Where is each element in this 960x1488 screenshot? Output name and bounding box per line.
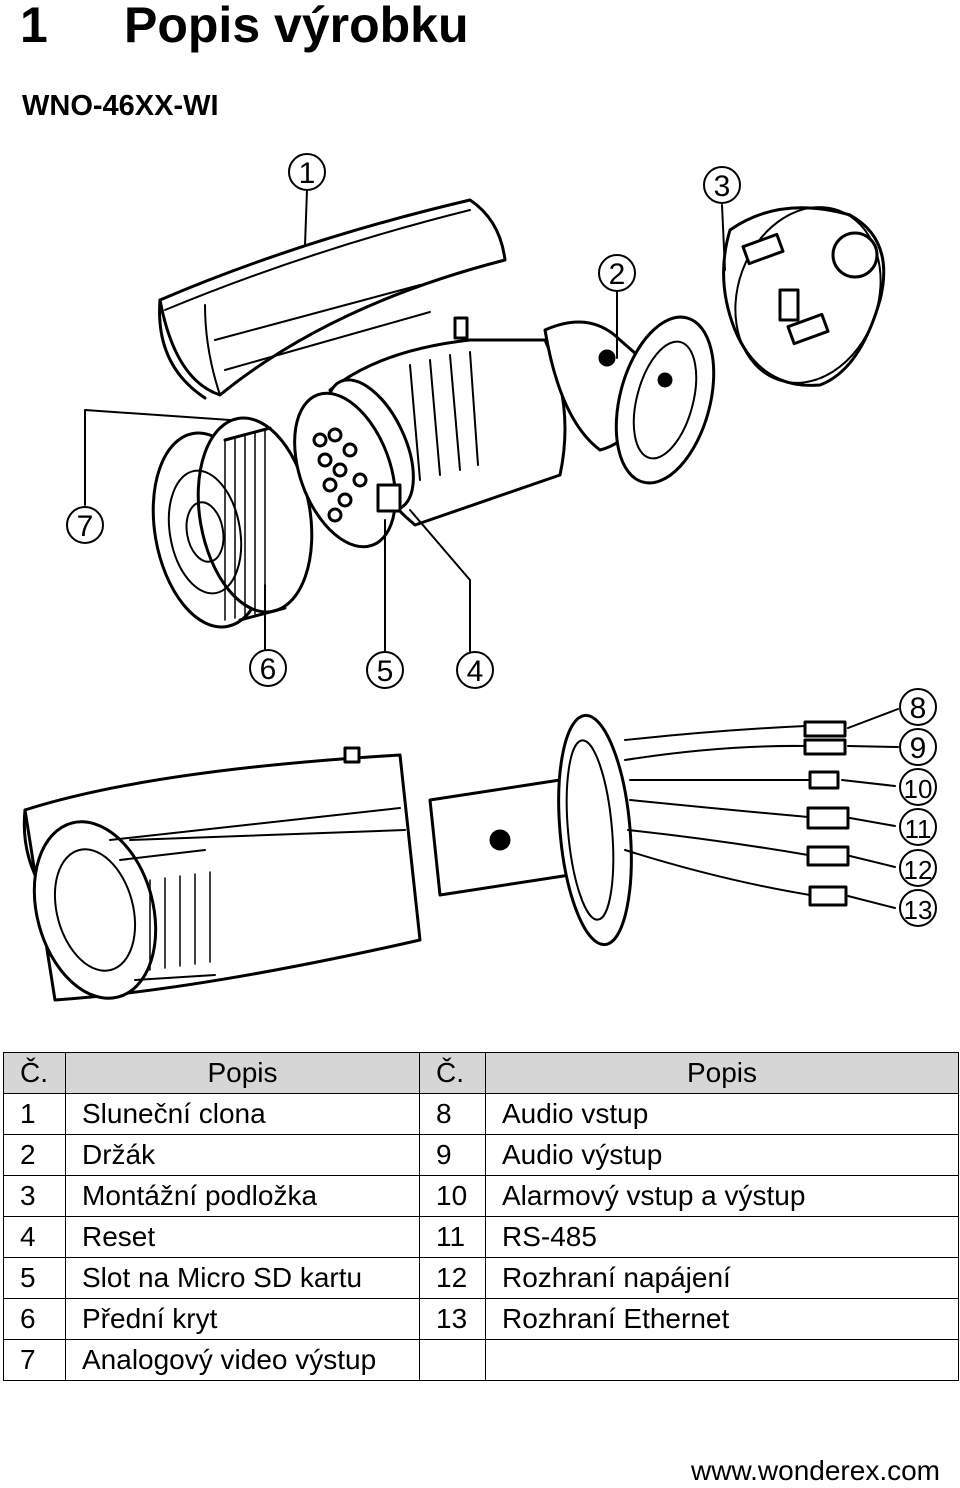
cell: 10 [419,1175,486,1217]
callout-3: 3 [703,166,741,204]
svg-text:6: 6 [260,653,277,686]
cell: Montážní podložka [65,1175,420,1217]
svg-text:1: 1 [299,157,316,190]
cell: Alarmový vstup a výstup [485,1175,959,1217]
cell: 6 [3,1298,66,1340]
cell: RS-485 [485,1216,959,1258]
svg-text:8: 8 [910,692,927,725]
page-heading: 1 Popis výrobku [20,0,469,56]
cell: Analogový video výstup [65,1339,420,1381]
cell: 13 [419,1298,486,1340]
callout-2: 2 [598,254,636,292]
cell: 8 [419,1093,486,1135]
svg-text:13: 13 [904,895,933,925]
mounting-base-illustration [722,206,886,387]
lower-leader-lines [841,708,899,909]
callout-13: 13 [899,889,937,927]
cell: Rozhraní napájení [485,1257,959,1299]
header-description: Popis [485,1052,959,1094]
table-header-row: Č. Popis Č. Popis [3,1052,959,1094]
header-number: Č. [3,1052,66,1094]
cell: 3 [3,1175,66,1217]
callout-6: 6 [249,649,287,687]
cell: Audio vstup [485,1093,959,1135]
svg-text:2: 2 [609,258,626,291]
svg-text:7: 7 [77,510,94,543]
assembled-camera-illustration [22,713,850,1002]
header-number: Č. [419,1052,486,1094]
camera-diagram: 1 2 3 4 5 6 7 8 9 10 11 12 13 [22,153,937,1002]
front-cover-illustration [151,416,314,629]
svg-text:11: 11 [905,814,932,844]
cell: 5 [3,1257,66,1299]
cell: Slot na Micro SD kartu [65,1257,420,1299]
cell: Sluneční clona [65,1093,420,1135]
cell [419,1339,486,1381]
svg-text:3: 3 [714,170,731,203]
cell: Rozhraní Ethernet [485,1298,959,1340]
cell: Držák [65,1134,420,1176]
model-name: WNO-46XX-WI [22,90,219,122]
cell: 12 [419,1257,486,1299]
callout-11: 11 [899,808,937,846]
callout-1: 1 [288,153,326,191]
ir-board-illustration [293,391,402,549]
bracket-illustration [543,315,716,485]
cell: Reset [65,1216,420,1258]
cell: 4 [3,1216,66,1258]
callout-8: 8 [899,688,937,726]
cell: 1 [3,1093,66,1135]
callout-4: 4 [456,651,494,689]
section-title: Popis výrobku [124,0,469,53]
svg-text:5: 5 [377,655,394,688]
section-number: 1 [20,0,48,53]
svg-text:12: 12 [904,855,933,885]
cell: 2 [3,1134,66,1176]
svg-text:10: 10 [904,774,933,804]
callout-12: 12 [899,849,937,887]
svg-text:9: 9 [910,732,927,765]
callout-5: 5 [366,651,404,689]
callout-markers: 1 2 3 4 5 6 7 8 9 10 11 12 13 [66,153,937,927]
callout-10: 10 [899,768,937,806]
callout-7: 7 [66,506,104,544]
header-description: Popis [65,1052,420,1094]
footer-url: www.wonderex.com [691,1455,940,1486]
cell: Audio výstup [485,1134,959,1176]
sunshield-illustration [158,198,507,400]
callout-9: 9 [899,728,937,766]
cell: 9 [419,1134,486,1176]
cell [485,1339,959,1381]
cell: Přední kryt [65,1298,420,1340]
cell: 7 [3,1339,66,1381]
svg-text:4: 4 [467,655,484,688]
cell: 11 [419,1216,486,1258]
